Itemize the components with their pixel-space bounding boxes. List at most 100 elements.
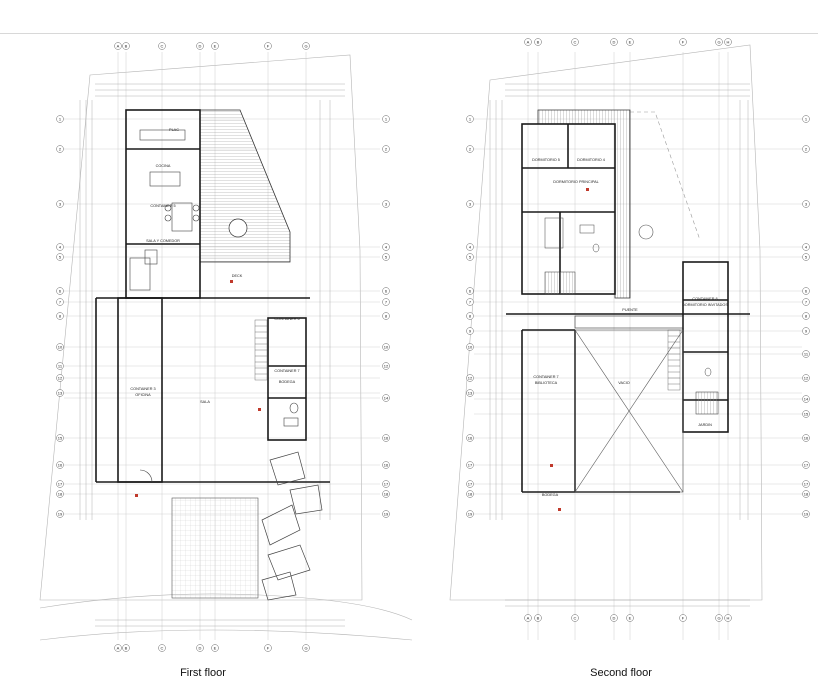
top-divider-line xyxy=(0,33,818,34)
svg-text:11: 11 xyxy=(804,352,809,357)
svg-text:19: 19 xyxy=(804,512,809,517)
svg-text:E: E xyxy=(629,616,632,621)
svg-text:8: 8 xyxy=(59,314,62,319)
svg-text:F: F xyxy=(682,40,685,45)
svg-text:G: G xyxy=(304,646,307,651)
room-label-puente: PUENTE xyxy=(622,308,638,312)
caption-second-floor: Second floor xyxy=(590,667,652,679)
svg-text:7: 7 xyxy=(805,300,808,305)
svg-text:17: 17 xyxy=(804,463,809,468)
svg-text:C: C xyxy=(161,44,164,49)
svg-text:15: 15 xyxy=(804,412,809,417)
svg-text:10: 10 xyxy=(468,345,473,350)
room-label-vacio: VACIO xyxy=(618,381,630,385)
svg-text:B: B xyxy=(125,44,128,49)
svg-text:5: 5 xyxy=(59,255,62,260)
svg-text:F: F xyxy=(267,44,270,49)
svg-text:16: 16 xyxy=(468,436,473,441)
void-cross xyxy=(574,329,684,493)
svg-text:7: 7 xyxy=(59,300,62,305)
svg-text:4: 4 xyxy=(469,245,472,250)
svg-text:C: C xyxy=(161,646,164,651)
caption-first-floor: First floor xyxy=(180,667,226,679)
svg-text:G: G xyxy=(717,616,720,621)
room-label-sala-comedor: SALA Y COMEDOR xyxy=(146,239,180,243)
svg-text:19: 19 xyxy=(384,512,389,517)
svg-text:G: G xyxy=(717,40,720,45)
svg-text:17: 17 xyxy=(468,463,473,468)
svg-text:6: 6 xyxy=(805,289,808,294)
room-label-biblioteca: BIBLIOTECA xyxy=(535,381,558,385)
room-label-container6: CONTAINER 6 xyxy=(274,317,299,321)
svg-text:E: E xyxy=(214,44,217,49)
grid-lines-horizontal xyxy=(64,118,380,515)
room-label-jardin: JARDIN xyxy=(698,423,712,427)
svg-text:3: 3 xyxy=(59,202,62,207)
room-label-container8: CONTAINER 8 xyxy=(692,297,717,301)
svg-text:14: 14 xyxy=(384,396,389,401)
svg-text:H: H xyxy=(727,616,730,621)
tree-symbol xyxy=(228,218,248,238)
site-boundary-second xyxy=(449,44,763,601)
grid-bubbles-top-first: A B C D E F G xyxy=(114,42,310,50)
site-boundary xyxy=(39,54,363,601)
svg-text:2: 2 xyxy=(59,147,62,152)
svg-text:8: 8 xyxy=(469,314,472,319)
svg-text:A: A xyxy=(117,646,120,651)
svg-text:13: 13 xyxy=(468,391,473,396)
svg-text:18: 18 xyxy=(804,492,809,497)
room-label-dormitorio-b: DORMITORIO 4 xyxy=(577,158,605,162)
svg-text:17: 17 xyxy=(468,482,473,487)
svg-text:13: 13 xyxy=(58,391,63,396)
svg-text:10: 10 xyxy=(58,345,63,350)
grid-bubbles-top-second: A B C D E F G H xyxy=(524,38,732,46)
svg-text:12: 12 xyxy=(58,376,63,381)
room-label-container5: CONTAINER 5 xyxy=(150,204,175,208)
svg-text:18: 18 xyxy=(384,492,389,497)
svg-text:5: 5 xyxy=(469,255,472,260)
svg-text:E: E xyxy=(629,40,632,45)
svg-text:16: 16 xyxy=(58,463,63,468)
svg-text:H: H xyxy=(727,40,730,45)
grid-lines-horizontal-second xyxy=(474,118,802,515)
grid-bubbles-right-second: 1 2 3 4 5 6 7 8 9 11 12 14 15 16 17 17 1… xyxy=(802,115,810,518)
svg-text:A: A xyxy=(527,616,530,621)
svg-text:16: 16 xyxy=(384,463,389,468)
svg-text:9: 9 xyxy=(805,329,808,334)
svg-text:18: 18 xyxy=(468,492,473,497)
grid-bubbles-bottom-first: A B C D E F G xyxy=(114,644,310,652)
svg-text:D: D xyxy=(199,646,202,651)
svg-text:D: D xyxy=(199,44,202,49)
room-label-bodega: BODEGA xyxy=(542,493,559,497)
first-floor-plan: PLAC COCINA CONTAINER 5 SALA Y COMEDOR D… xyxy=(0,0,420,660)
grid-bubbles-right-first: 1 2 3 4 5 6 7 8 10 12 14 16 16 17 18 19 xyxy=(382,115,390,518)
svg-text:4: 4 xyxy=(59,245,62,250)
deck-area xyxy=(199,109,291,263)
grid-bubbles-bottom-second: A B C D E F G H xyxy=(524,614,732,622)
svg-text:G: G xyxy=(304,44,307,49)
svg-text:5: 5 xyxy=(805,255,808,260)
room-label-container7: CONTAINER 7 xyxy=(533,375,558,379)
svg-text:4: 4 xyxy=(805,245,808,250)
room-label-container3: CONTAINER 3 xyxy=(130,387,155,391)
room-label-dormitorio-invitados: DORMITORIO INVITADOS xyxy=(682,303,728,307)
svg-text:3: 3 xyxy=(805,202,808,207)
svg-text:17: 17 xyxy=(384,482,389,487)
svg-text:E: E xyxy=(214,646,217,651)
main-walls xyxy=(95,297,330,483)
svg-text:4: 4 xyxy=(385,245,388,250)
svg-text:18: 18 xyxy=(58,492,63,497)
svg-text:A: A xyxy=(527,40,530,45)
svg-text:16: 16 xyxy=(384,436,389,441)
room-label-cocina: COCINA xyxy=(156,164,171,168)
room-label-dormitorio-principal: DORMITORIO PRINCIPAL xyxy=(553,180,598,184)
svg-text:12: 12 xyxy=(384,364,389,369)
room-label-dormitorio-a: DORMITORIO 5 xyxy=(532,158,560,162)
svg-text:B: B xyxy=(125,646,128,651)
svg-text:9: 9 xyxy=(469,329,472,334)
svg-text:3: 3 xyxy=(385,202,388,207)
svg-text:8: 8 xyxy=(805,314,808,319)
svg-text:12: 12 xyxy=(804,376,809,381)
upper-walls-second xyxy=(521,123,616,295)
second-floor-plan: DORMITORIO 5 DORMITORIO 4 DORMITORIO PRI… xyxy=(410,0,818,660)
